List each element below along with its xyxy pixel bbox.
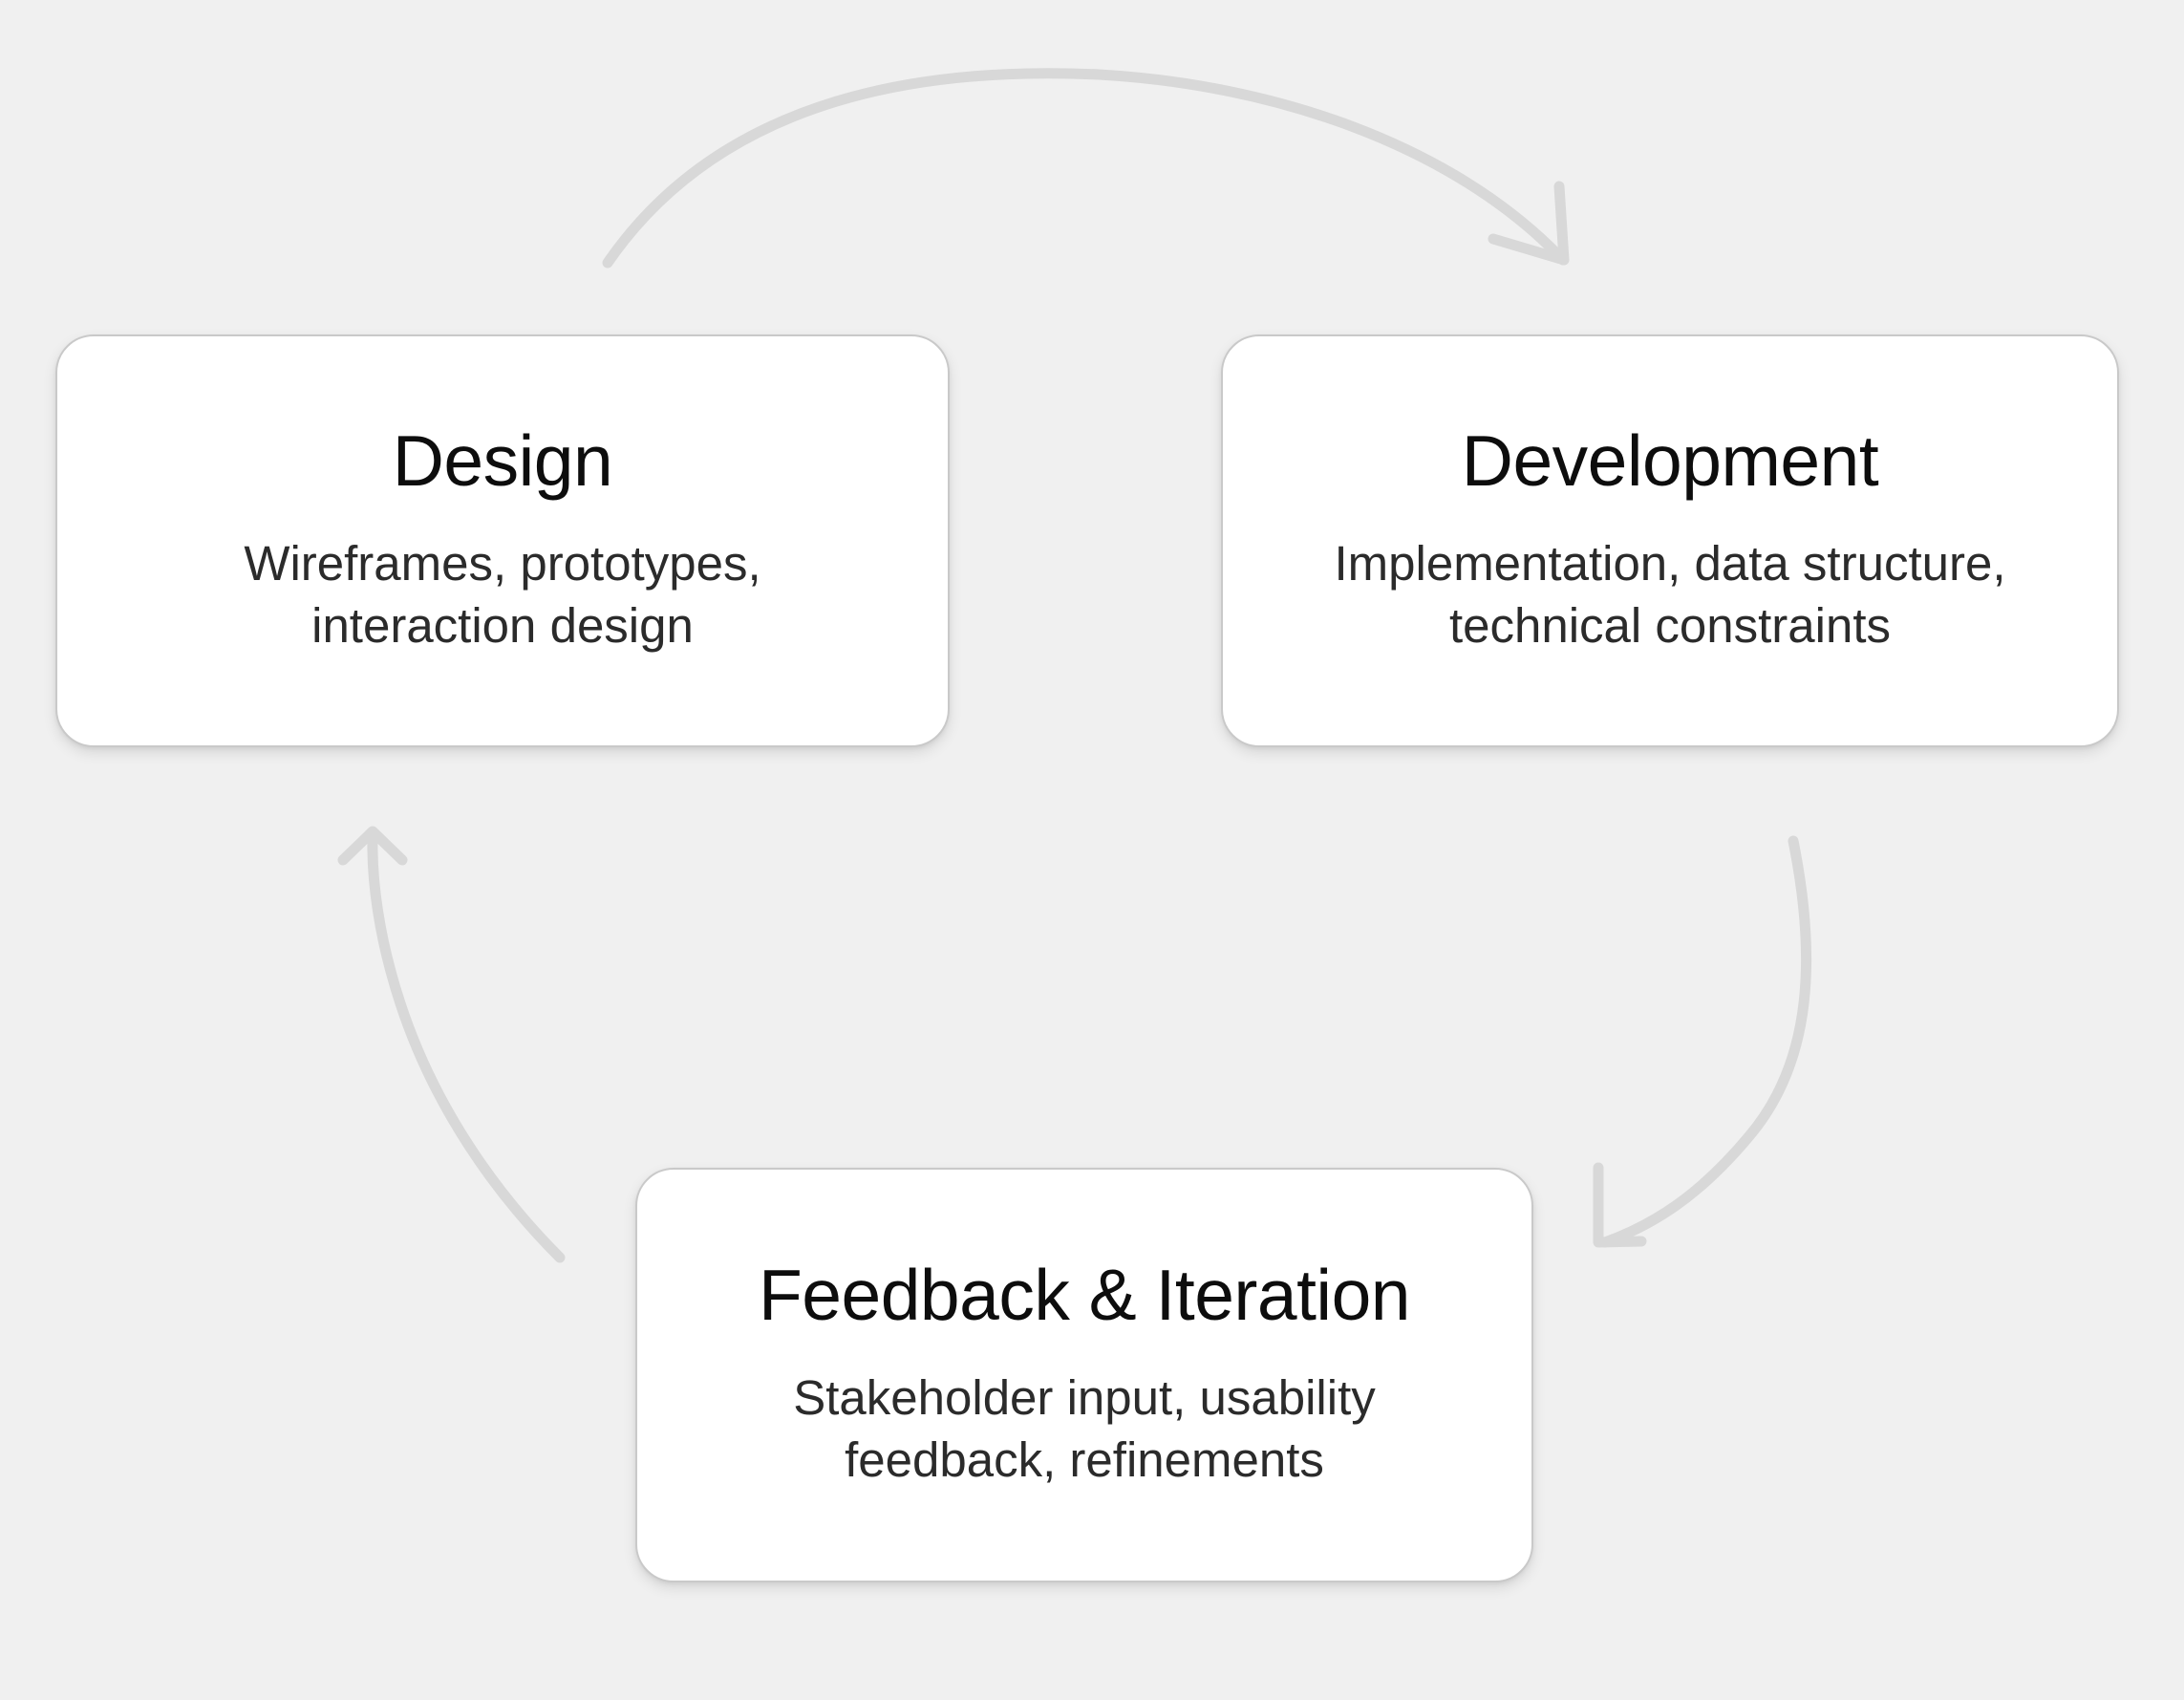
node-title-design: Design — [392, 420, 613, 502]
arrowhead-icon — [1488, 181, 1570, 266]
arrowhead-icon — [1593, 1162, 1647, 1248]
node-description-design: Wireframes, prototypes, interaction desi… — [244, 536, 761, 653]
node-title-development: Development — [1461, 420, 1879, 502]
node-card-feedback[interactable]: Feedback & Iteration Stakeholder input, … — [635, 1168, 1533, 1582]
connector-development-to-feedback — [1593, 835, 1812, 1248]
connector-design-to-development — [602, 68, 1570, 269]
connector-path — [367, 831, 566, 1263]
connector-path — [1599, 835, 1812, 1248]
node-description-development: Implementation, data structure, technica… — [1334, 536, 2006, 653]
connector-path — [602, 68, 1569, 269]
arrowhead-icon — [337, 826, 408, 866]
node-card-design[interactable]: Design Wireframes, prototypes, interacti… — [55, 334, 950, 747]
connector-feedback-to-design — [337, 826, 566, 1263]
node-card-development[interactable]: Development Implementation, data structu… — [1221, 334, 2119, 747]
node-description-feedback: Stakeholder input, usability feedback, r… — [793, 1370, 1376, 1487]
node-title-feedback: Feedback & Iteration — [758, 1255, 1411, 1336]
